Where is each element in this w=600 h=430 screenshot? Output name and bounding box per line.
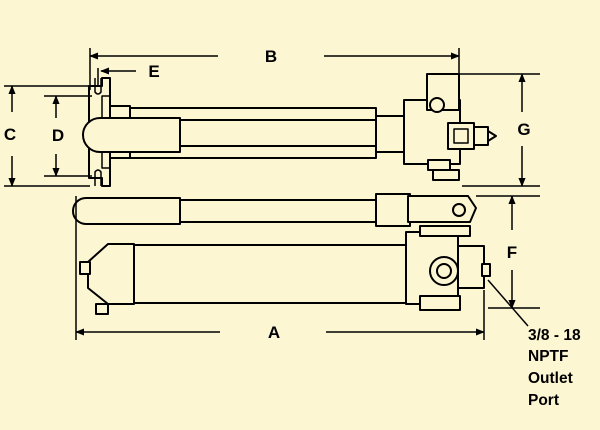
gauge-port-top xyxy=(447,122,475,150)
bottom-slot xyxy=(94,169,102,186)
fitting-top xyxy=(473,126,489,146)
handle-rod xyxy=(129,107,377,121)
dimension-labels: B E C D G F A xyxy=(4,47,531,342)
pump-base-side xyxy=(419,295,461,311)
mount-foot-left xyxy=(95,303,109,315)
label-c: C xyxy=(4,125,16,144)
gauge-port-inner xyxy=(453,128,469,144)
side-handle-grip xyxy=(72,197,181,225)
side-beam xyxy=(179,199,401,223)
label-d: D xyxy=(52,126,64,145)
side-head-block xyxy=(375,193,411,227)
label-b: B xyxy=(265,47,277,66)
foot-top xyxy=(427,159,451,171)
note-line-2: NPTF xyxy=(528,348,568,365)
note-line-4: Port xyxy=(528,392,559,409)
fitting-tip-top xyxy=(487,130,497,142)
reservoir-end-cap xyxy=(87,243,135,305)
pump-body-top xyxy=(375,115,407,153)
foot-bolt-top xyxy=(432,169,460,181)
outlet-boss xyxy=(457,245,485,289)
dimension-lines xyxy=(4,48,540,340)
reservoir-cylinder xyxy=(129,244,411,304)
label-a: A xyxy=(268,323,280,342)
release-knob-top xyxy=(429,97,445,113)
label-g: G xyxy=(517,120,530,139)
end-plug xyxy=(79,261,91,275)
side-head-pin xyxy=(452,203,466,217)
label-e: E xyxy=(148,62,159,81)
note-line-1: 3/8 - 18 xyxy=(528,327,581,344)
handle-grip xyxy=(82,117,181,153)
outlet-stub xyxy=(481,263,491,277)
label-f: F xyxy=(507,243,517,262)
outlet-port-bore xyxy=(436,263,452,279)
note-line-3: Outlet xyxy=(528,370,573,387)
outlet-port-leader xyxy=(487,279,529,327)
top-slot xyxy=(94,78,102,95)
pump-side-view xyxy=(72,193,491,315)
pump-top-view xyxy=(82,73,497,187)
outlet-port-note: 3/8 - 18 NPTF Outlet Port xyxy=(528,327,581,409)
pump-linkage xyxy=(419,225,471,237)
